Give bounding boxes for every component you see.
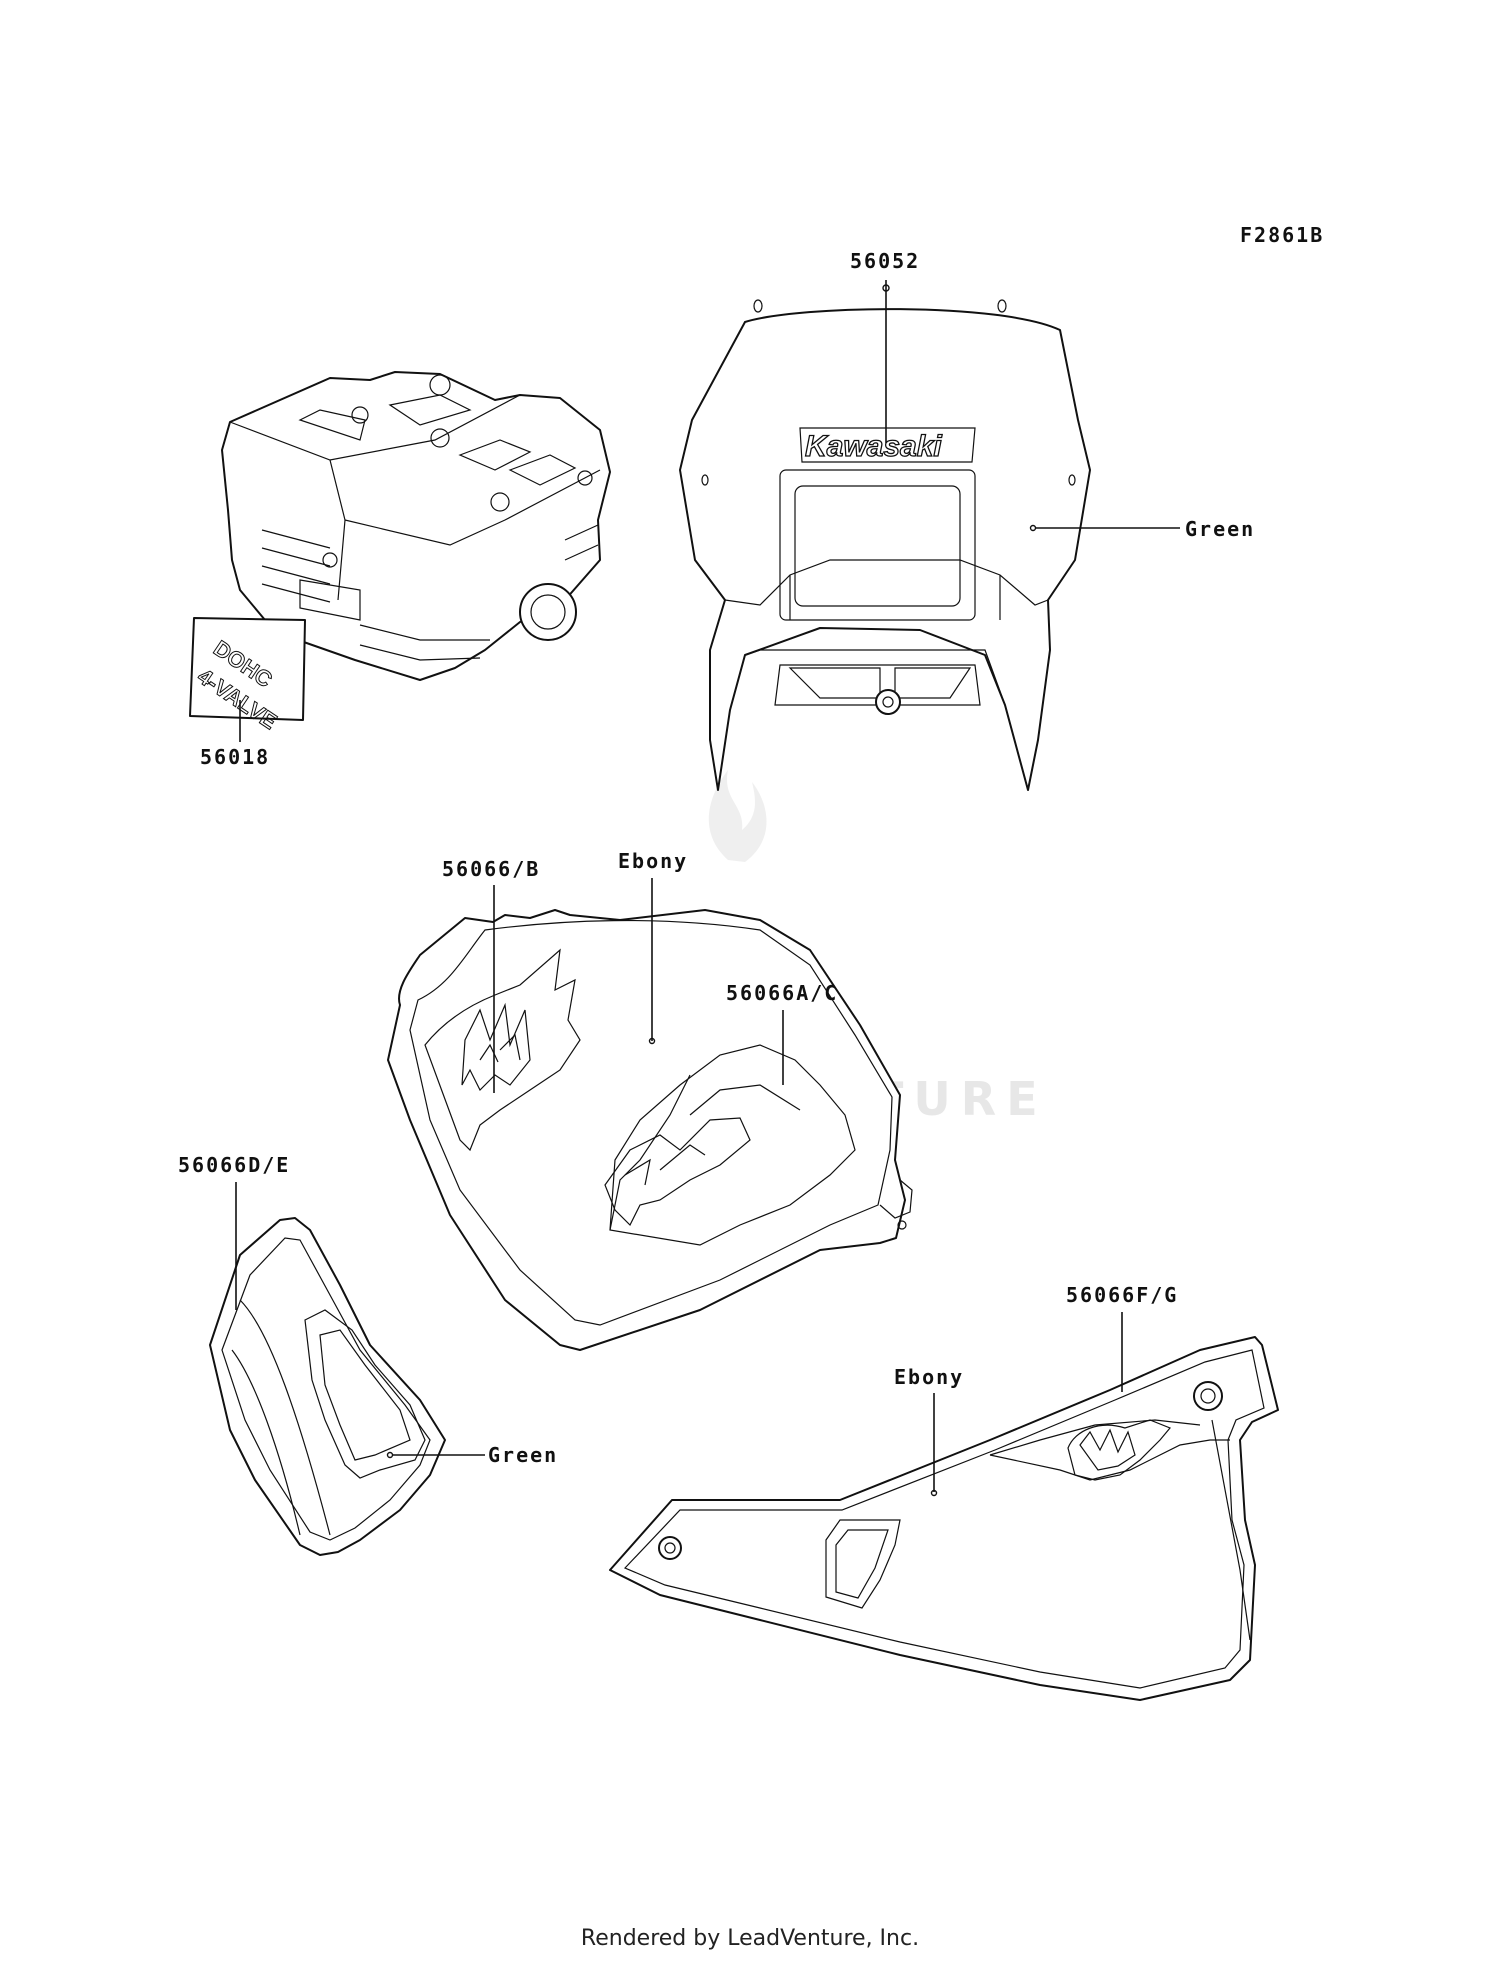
kawasaki-decal-text: Kawasaki — [805, 430, 942, 463]
color-label-ebony-tank: Ebony — [618, 849, 688, 873]
part-number-56018: 56018 — [200, 745, 270, 769]
headlight-fairing-drawing: Kawasaki — [679, 280, 1180, 791]
part-number-56052: 56052 — [850, 249, 920, 273]
footer-credit: Rendered by LeadVenture, Inc. — [580, 1926, 920, 1951]
part-number-56066-b: 56066/B — [442, 857, 540, 881]
color-label-green-fairing: Green — [1185, 517, 1255, 541]
tank-shroud-drawing — [387, 878, 913, 1351]
part-number-56066-a-c: 56066A/C — [726, 981, 838, 1005]
side-shroud-drawing — [209, 1182, 485, 1556]
part-number-56066-f-g: 56066F/G — [1066, 1283, 1178, 1307]
color-label-ebony-cover: Ebony — [894, 1365, 964, 1389]
cylinder-head-drawing: DOHC 4-VALVE — [189, 371, 611, 742]
part-number-56066-d-e: 56066D/E — [178, 1153, 290, 1177]
side-cover-drawing — [609, 1312, 1279, 1701]
color-label-green-side: Green — [488, 1443, 558, 1467]
figure-code: F2861B — [1240, 223, 1324, 247]
